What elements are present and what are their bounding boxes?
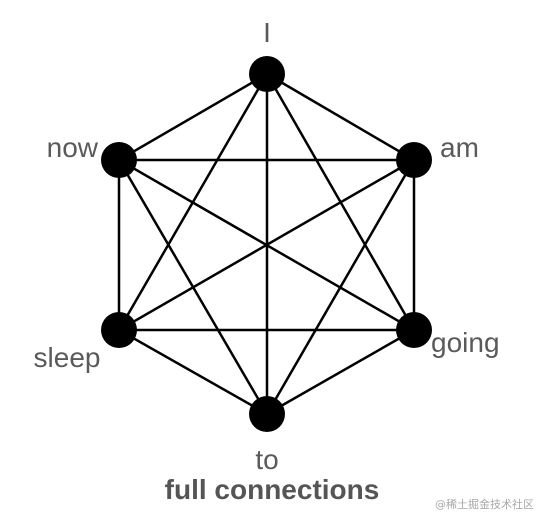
node-label-sleep: sleep: [34, 342, 101, 373]
edges: [117, 72, 416, 416]
node-am: [396, 142, 432, 178]
node-I: [249, 56, 285, 92]
node-labels: I am going to sleep now: [34, 17, 500, 475]
node-sleep: [101, 312, 137, 348]
node-now: [101, 142, 137, 178]
node-label-going: going: [431, 327, 500, 358]
node-label-to: to: [255, 444, 278, 475]
node-to: [249, 396, 285, 432]
edge-going-now: [118, 158, 415, 332]
node-label-I: I: [263, 17, 271, 48]
diagram-caption: full connections: [164, 474, 380, 505]
nodes: [101, 56, 432, 432]
watermark: @稀土掘金技术社区: [435, 498, 534, 511]
edge-to-now: [117, 159, 269, 415]
node-label-am: am: [440, 132, 479, 163]
node-label-now: now: [47, 132, 99, 163]
edge-I-am: [266, 72, 415, 162]
edge-to-sleep: [118, 328, 268, 416]
edge-I-now: [118, 72, 268, 162]
node-going: [396, 312, 432, 348]
edge-going-to: [266, 328, 415, 416]
